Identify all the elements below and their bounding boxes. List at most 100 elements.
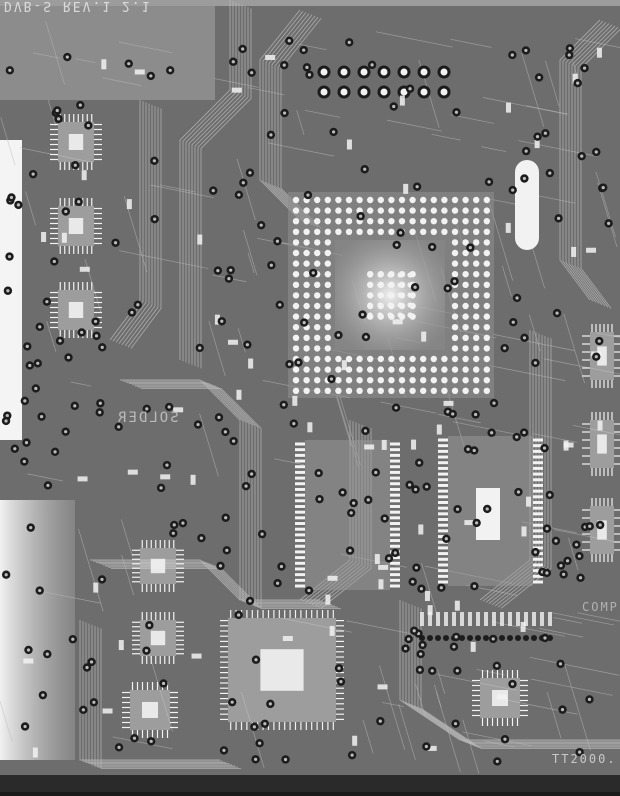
- passive-component: [597, 420, 603, 431]
- via-hole: [9, 195, 14, 200]
- bga-ball: [377, 207, 384, 214]
- bga-ball: [324, 366, 331, 373]
- via-hole: [275, 239, 280, 243]
- bga-ball: [430, 366, 437, 373]
- via-hole: [349, 511, 353, 515]
- bga-ball: [314, 345, 321, 352]
- tsop-pin: [533, 535, 543, 539]
- trace: [553, 529, 620, 543]
- via-hole: [171, 531, 175, 535]
- bga-ball: [324, 207, 331, 214]
- tsop-pin: [390, 504, 400, 508]
- trace: [79, 620, 220, 761]
- bga-ball: [420, 377, 427, 384]
- via-hole: [198, 346, 202, 350]
- tsop-pin: [295, 504, 305, 508]
- via-hole: [414, 566, 418, 570]
- via-hole: [8, 68, 12, 72]
- tsop-pin: [438, 580, 448, 584]
- connector-pin: [523, 635, 529, 641]
- via-hole: [392, 104, 396, 109]
- via-hole: [224, 516, 228, 520]
- via-hole: [24, 441, 29, 445]
- tsop-pin: [438, 574, 448, 578]
- bga-ball: [303, 292, 310, 299]
- bga-ball: [473, 345, 480, 352]
- tsop-pin: [533, 472, 543, 476]
- bga-ball: [473, 260, 480, 267]
- tsop-pin: [390, 453, 400, 457]
- via-hole: [430, 669, 434, 673]
- bga-ball: [303, 228, 310, 235]
- via-hole: [45, 652, 49, 656]
- via-hole: [80, 330, 84, 335]
- bga-ball: [292, 302, 300, 310]
- tsop-pin: [438, 478, 448, 482]
- tsop-center-die: [476, 488, 500, 540]
- bga-ball: [292, 260, 300, 267]
- bga-ball: [397, 272, 403, 278]
- tsop-pin: [438, 563, 448, 567]
- via-hole: [594, 150, 598, 154]
- trace: [543, 358, 620, 375]
- connector-lead: [444, 612, 448, 626]
- bga-ball: [462, 271, 469, 278]
- bga-ball: [409, 377, 416, 384]
- via-hole: [413, 285, 417, 289]
- tsop-pin: [533, 495, 543, 499]
- connector-pin: [475, 635, 481, 641]
- via-hole: [149, 74, 153, 78]
- trace: [179, 0, 231, 360]
- via-hole: [576, 81, 580, 85]
- via-hole: [282, 403, 286, 407]
- via-hole: [407, 637, 411, 641]
- via-hole: [522, 430, 526, 435]
- bga-ball: [473, 239, 480, 246]
- tsop-pin: [295, 573, 305, 577]
- bga-ball: [441, 377, 448, 384]
- via-hole: [408, 87, 412, 91]
- trace: [46, 320, 57, 352]
- trace: [132, 384, 253, 605]
- header-pin: [420, 88, 428, 96]
- bga-ball: [462, 292, 469, 299]
- bga-ball: [292, 218, 300, 225]
- bga-ball: [388, 355, 395, 363]
- connector-lead: [532, 612, 536, 626]
- trace: [491, 621, 566, 637]
- tsop-pin: [390, 539, 400, 543]
- via-hole: [516, 490, 521, 494]
- via-hole: [260, 532, 264, 536]
- via-hole: [100, 577, 104, 582]
- bga-ball: [420, 196, 427, 204]
- bga-ball: [407, 292, 413, 298]
- bga-ball: [441, 387, 448, 394]
- via-hole: [548, 493, 552, 497]
- passive-component: [329, 625, 335, 636]
- via-hole: [245, 343, 249, 347]
- bga-ball: [483, 355, 490, 363]
- via-hole: [491, 637, 495, 641]
- passive-component: [403, 183, 409, 194]
- passive-component: [190, 474, 196, 485]
- via-layer: [1, 36, 613, 766]
- trace: [452, 421, 522, 436]
- tsop-pin: [295, 550, 305, 554]
- trace: [408, 603, 620, 745]
- via-hole: [81, 708, 85, 712]
- bga-ball: [356, 196, 363, 204]
- via-hole: [411, 580, 415, 584]
- trace: [182, 1, 234, 362]
- bga-ball: [420, 207, 427, 214]
- bga-ball: [292, 207, 300, 214]
- via-hole: [136, 303, 140, 307]
- passive-component: [392, 319, 403, 325]
- via-hole: [199, 536, 204, 540]
- tsop-pin: [533, 557, 543, 561]
- passive-component: [526, 496, 532, 507]
- via-hole: [36, 361, 40, 365]
- via-hole: [147, 623, 151, 627]
- trace: [431, 134, 461, 141]
- passive-component: [426, 745, 437, 751]
- via-hole: [46, 483, 50, 488]
